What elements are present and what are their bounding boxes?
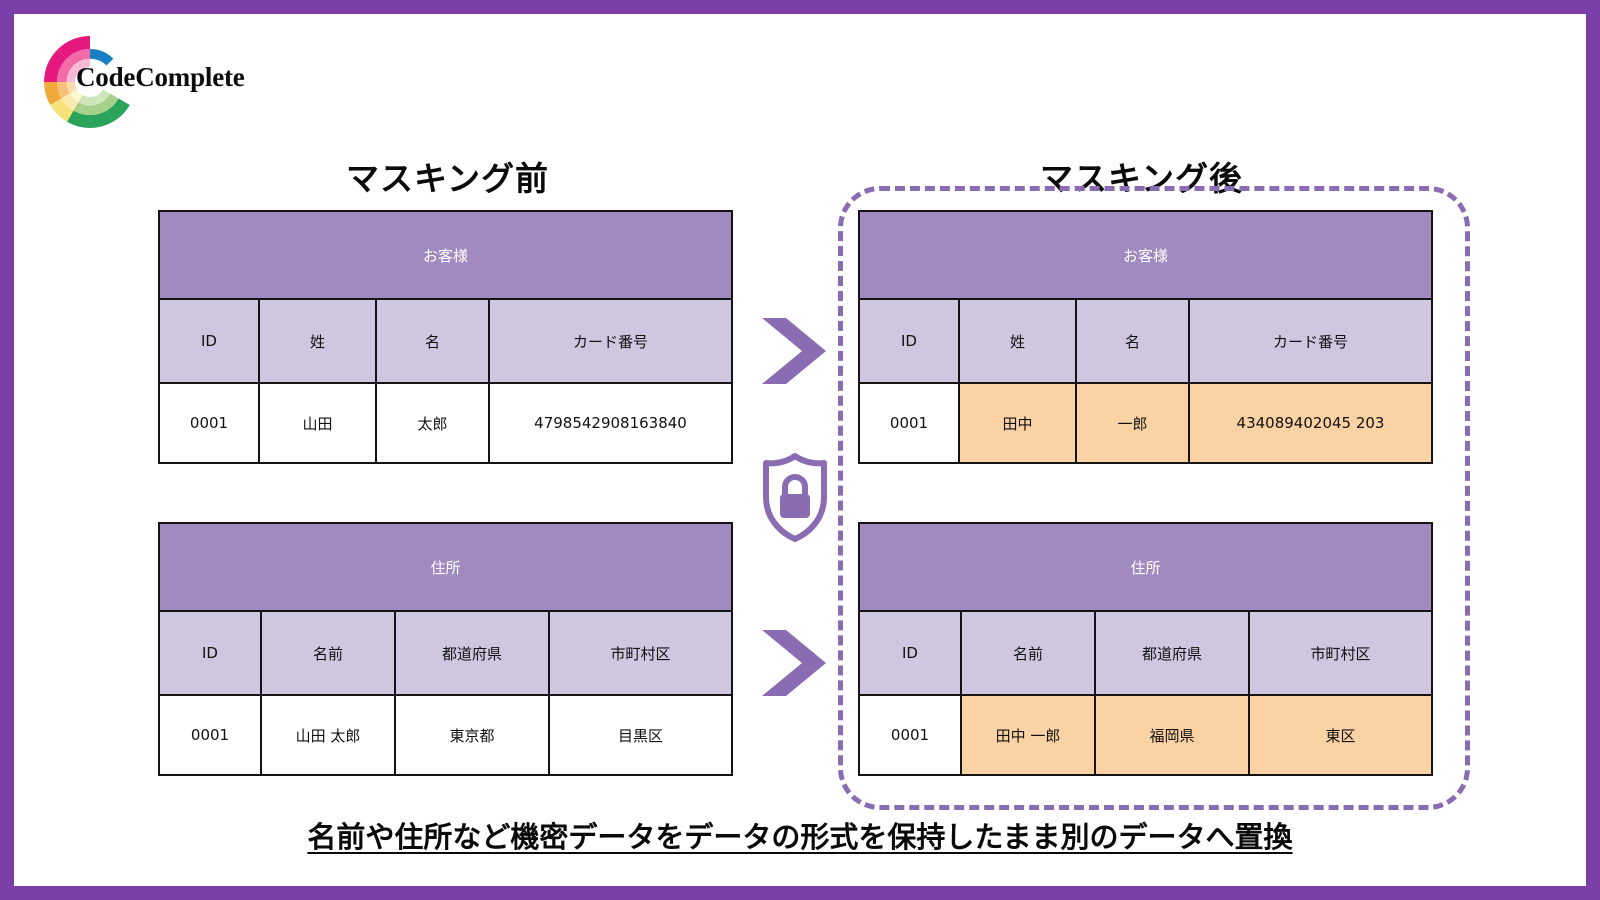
codecomplete-arc-logo-icon xyxy=(44,36,130,128)
table-title: お客様 xyxy=(157,210,734,300)
table-title-row: お客様 xyxy=(857,210,1434,300)
table-customer-after: お客様 ID 姓 名 カード番号 0001 田中 一郎 434089402045… xyxy=(857,210,1434,464)
table-cell-masked: 田中 一郎 xyxy=(960,694,1096,776)
table-header-row: ID 名前 都道府県 市町村区 xyxy=(158,610,734,696)
slide-canvas: CodeComplete マスキング前 マスキング後 お客様 ID 姓 名 カー… xyxy=(14,14,1586,886)
table-cell: 0001 xyxy=(158,382,260,464)
column-header: 市町村区 xyxy=(1247,610,1434,696)
slide-caption: 名前や住所など機密データをデータの形式を保持したまま別のデータへ置換 xyxy=(307,820,1293,854)
column-header: 姓 xyxy=(258,298,377,384)
column-header: 姓 xyxy=(958,298,1077,384)
column-header: ID xyxy=(158,298,260,384)
chevron-right-arrow-icon xyxy=(762,630,826,696)
table-cell: 0001 xyxy=(858,694,962,776)
column-header: カード番号 xyxy=(1187,298,1434,384)
table-cell-masked: 福岡県 xyxy=(1094,694,1250,776)
table-title: 住所 xyxy=(857,522,1434,612)
column-header: ID xyxy=(858,610,962,696)
table-row: 0001 山田 太郎 4798542908163840 xyxy=(158,382,734,464)
column-header: ID xyxy=(158,610,262,696)
table-row: 0001 田中 一郎 福岡県 東区 xyxy=(858,694,1434,776)
brand-logo: CodeComplete xyxy=(32,28,272,138)
masked-region-frame xyxy=(838,186,1470,810)
table-row: 0001 田中 一郎 434089402045 203 xyxy=(858,382,1434,464)
table-title: 住所 xyxy=(157,522,734,612)
column-header: 名前 xyxy=(260,610,396,696)
table-header-row: ID 姓 名 カード番号 xyxy=(858,298,1434,384)
table-customer-before: お客様 ID 姓 名 カード番号 0001 山田 太郎 479854290816… xyxy=(157,210,734,464)
column-header: ID xyxy=(858,298,960,384)
table-cell-masked: 東区 xyxy=(1247,694,1434,776)
section-title-before: マスキング前 xyxy=(346,159,550,198)
column-header: 名 xyxy=(375,298,490,384)
table-cell: 目黒区 xyxy=(547,694,734,776)
table-header-row: ID 名前 都道府県 市町村区 xyxy=(858,610,1434,696)
column-header: カード番号 xyxy=(487,298,734,384)
table-cell: 0001 xyxy=(158,694,262,776)
table-title-row: お客様 xyxy=(157,210,734,300)
column-header: 名 xyxy=(1075,298,1190,384)
table-cell: 山田 太郎 xyxy=(260,694,396,776)
table-cell: 4798542908163840 xyxy=(487,382,734,464)
table-cell: 東京都 xyxy=(394,694,550,776)
section-title-after: マスキング後 xyxy=(1040,159,1244,198)
table-cell: 0001 xyxy=(858,382,960,464)
table-address-before: 住所 ID 名前 都道府県 市町村区 0001 山田 太郎 東京都 目黒区 xyxy=(157,522,734,776)
table-cell-masked: 田中 xyxy=(958,382,1077,464)
table-cell: 太郎 xyxy=(375,382,490,464)
table-cell-masked: 434089402045 203 xyxy=(1187,382,1434,464)
column-header: 都道府県 xyxy=(1094,610,1250,696)
table-cell-masked: 一郎 xyxy=(1075,382,1190,464)
table-row: 0001 山田 太郎 東京都 目黒区 xyxy=(158,694,734,776)
table-cell: 山田 xyxy=(258,382,377,464)
brand-name: CodeComplete xyxy=(76,62,245,92)
shield-lock-icon xyxy=(763,453,827,542)
column-header: 市町村区 xyxy=(547,610,734,696)
table-title-row: 住所 xyxy=(157,522,734,612)
table-header-row: ID 姓 名 カード番号 xyxy=(158,298,734,384)
chevron-right-arrow-icon xyxy=(762,318,826,384)
column-header: 都道府県 xyxy=(394,610,550,696)
table-title: お客様 xyxy=(857,210,1434,300)
table-title-row: 住所 xyxy=(857,522,1434,612)
column-header: 名前 xyxy=(960,610,1096,696)
table-address-after: 住所 ID 名前 都道府県 市町村区 0001 田中 一郎 福岡県 東区 xyxy=(857,522,1434,776)
